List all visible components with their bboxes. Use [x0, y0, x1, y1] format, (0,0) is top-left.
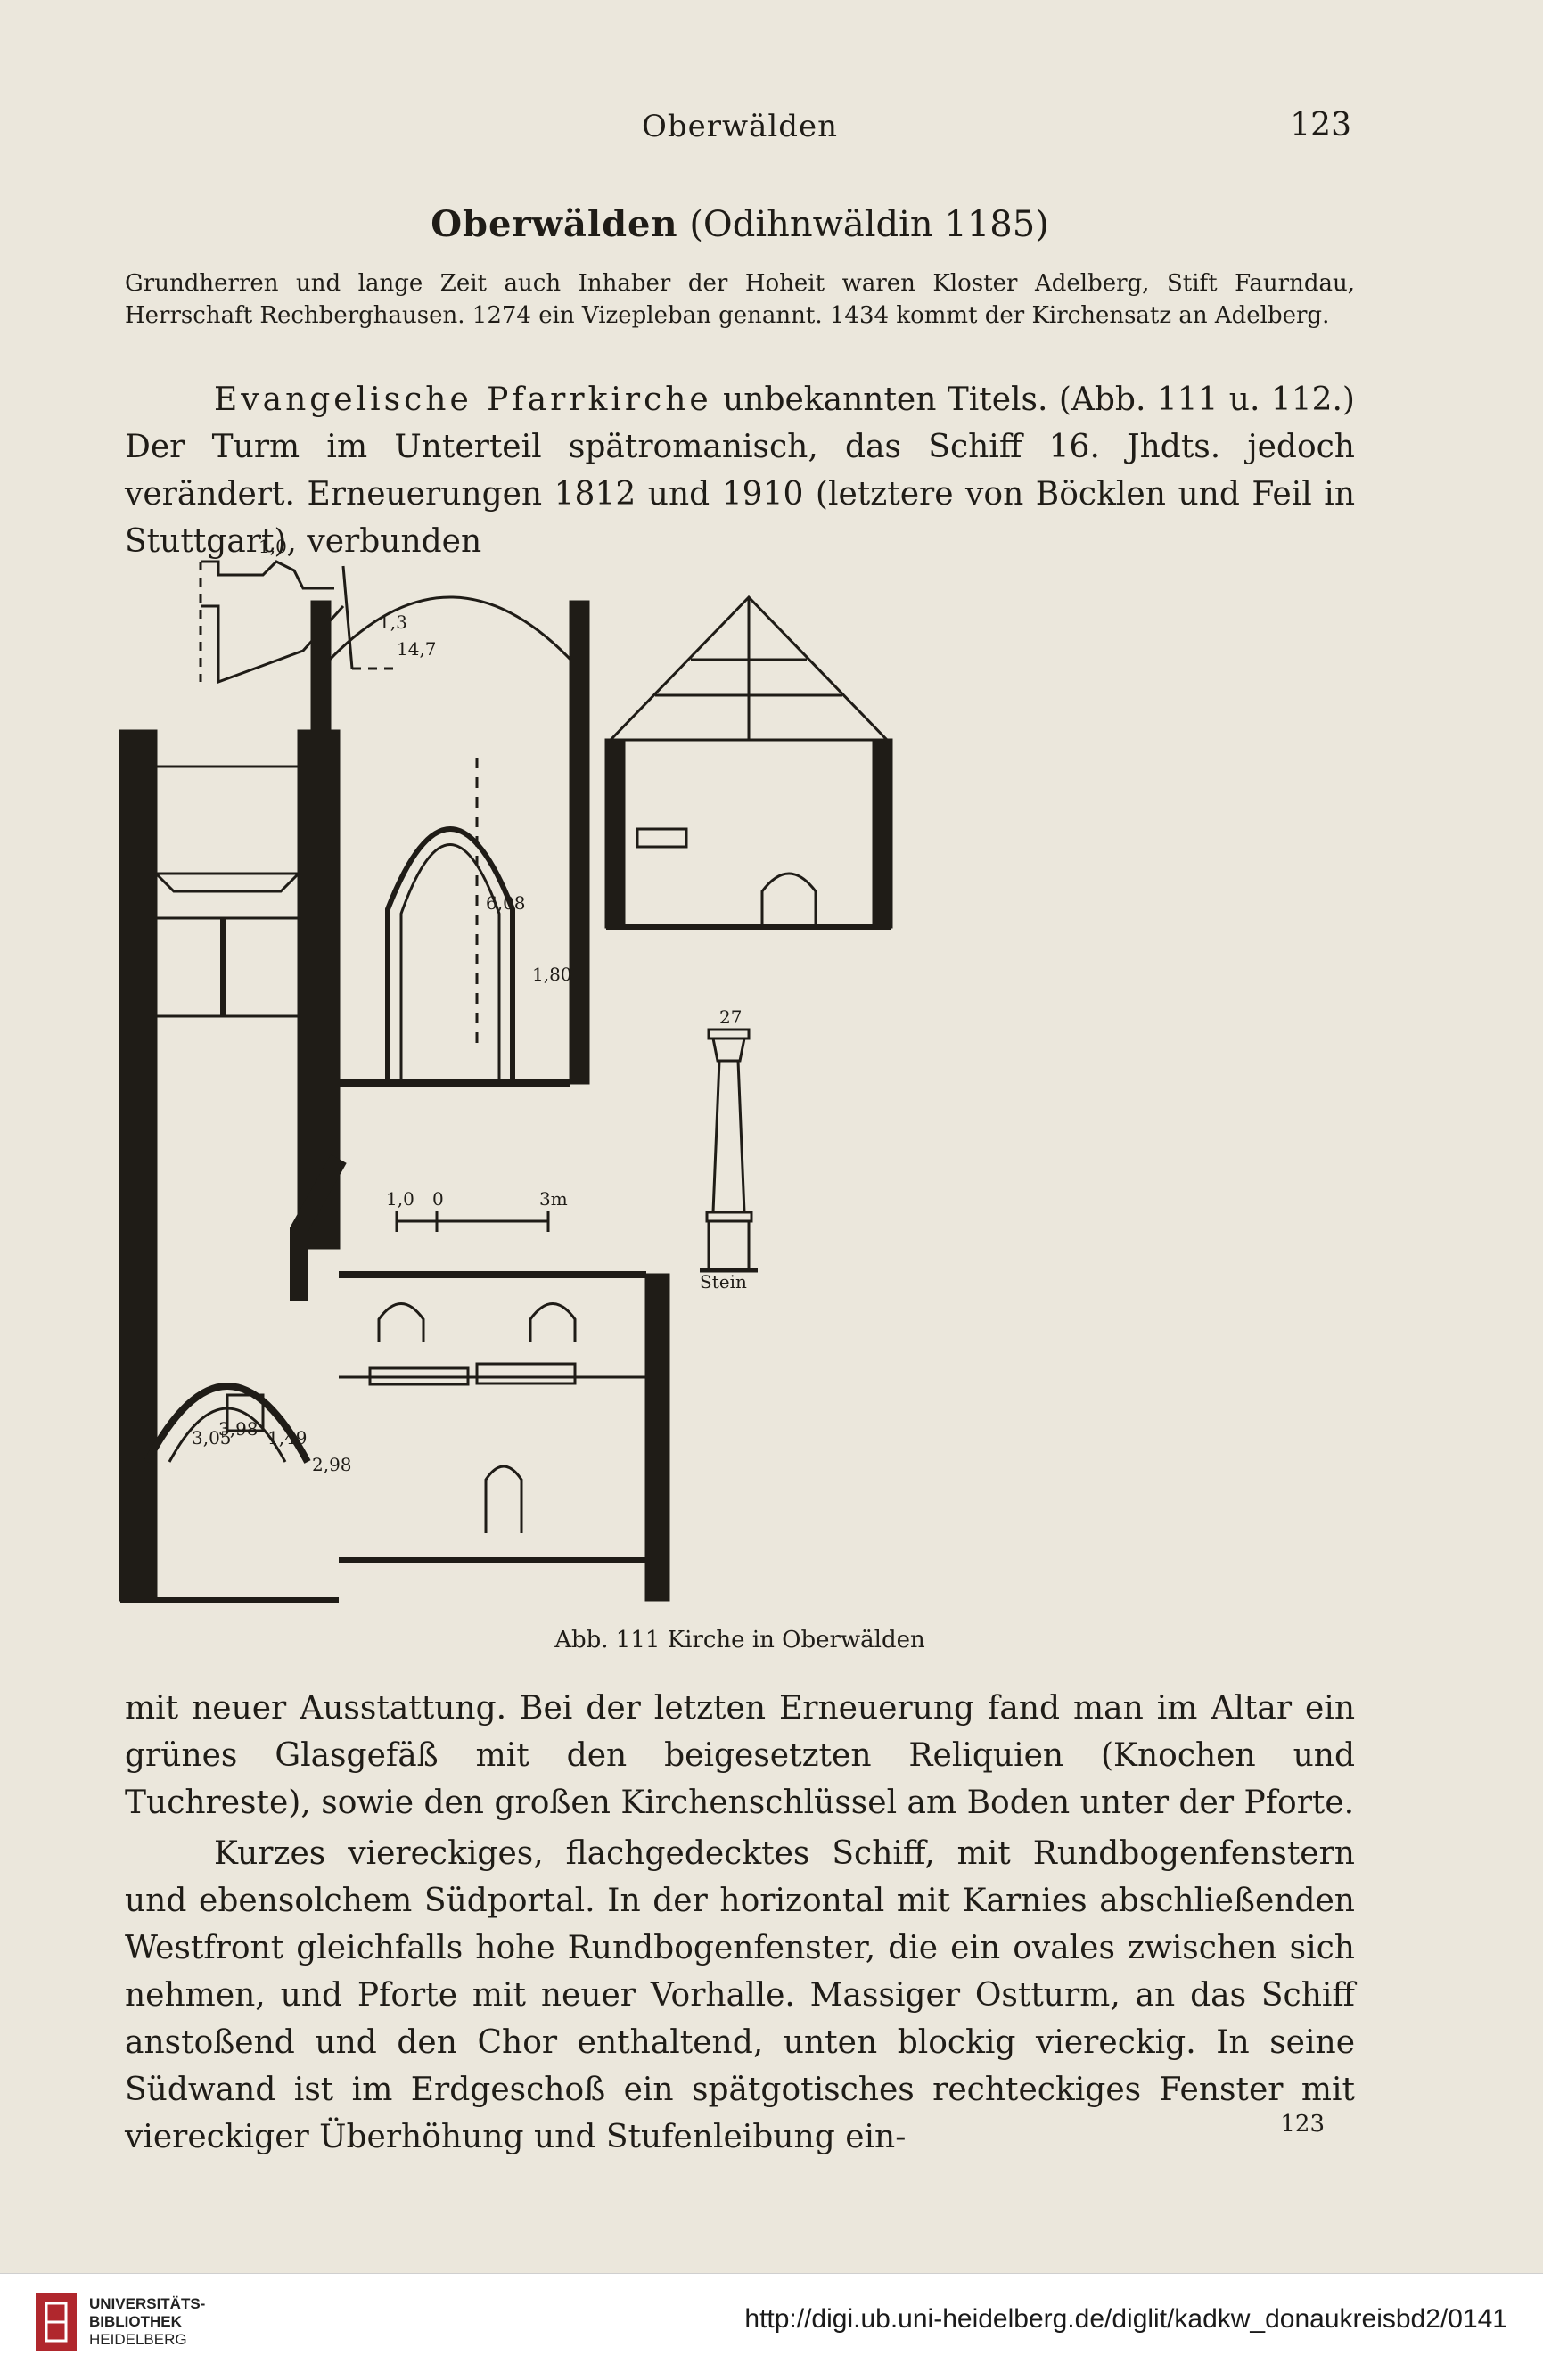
label-305: 3,05 [192, 1427, 232, 1449]
vault-section [310, 595, 590, 1087]
page-number-bottom: 123 [1280, 2111, 1325, 2138]
section-title-historic: (Odihnwäldin 1185) [689, 204, 1049, 245]
label-298: 2,98 [312, 1454, 352, 1475]
label-m3: 14,7 [397, 638, 437, 660]
library-footer [0, 2273, 1543, 2380]
library-name: UNIVERSITÄTS- BIBLIOTHEK HEIDELBERG [89, 2295, 205, 2349]
tower-section [119, 729, 347, 1603]
label-scale-3m: 3m [539, 1188, 568, 1210]
roof-section [604, 595, 893, 930]
label-scale-0: 0 [432, 1188, 444, 1210]
label-m1: 1,0 [259, 536, 287, 557]
page-number-top: 123 [1290, 107, 1351, 144]
label-stein: Stein [700, 1271, 747, 1293]
scale-bar [395, 1211, 550, 1232]
source-url-link[interactable]: http://digi.ub.uni-heidelberg.de/diglit/… [744, 2304, 1507, 2334]
description-text: Kurzes viereckiges, flachgedecktes Schif… [125, 1835, 1355, 2155]
paragraph-description: Kurzes viereckiges, flachgedecktes Schif… [125, 1830, 1355, 2161]
paragraph-furnishing: mit neuer Ausstattung. Bei der letzten E… [125, 1685, 1355, 1826]
label-398: 3,98 [218, 1418, 259, 1440]
figure-caption: Abb. 111 Kirche in Oberwälden [554, 1627, 925, 1654]
architectural-drawing: 1,0 1,3 14,7 6,08 1,80 3,05 3,98 1,49 2,… [119, 536, 893, 1603]
intro-paragraph: Grundherren und lange Zeit auch Inhaber … [125, 270, 1355, 329]
nave-section [339, 1271, 670, 1602]
paragraph-church: Evangelische Pfarrkirche unbekannten Tit… [125, 376, 1355, 565]
library-name-line1: UNIVERSITÄTS- [89, 2295, 206, 2312]
library-logo-icon [36, 2293, 77, 2351]
label-149: 1,49 [267, 1427, 308, 1449]
church-text: unbekannten Titels. (Abb. 111 u. 112.) D… [125, 382, 1355, 560]
column-detail [700, 1028, 758, 1273]
section-title: Oberwälden (Odihnwäldin 1185) [125, 203, 1355, 245]
church-heading: Evangelische Pfarrkirche [214, 382, 712, 418]
label-27: 27 [719, 1006, 742, 1028]
library-name-line2: BIBLIOTHEK [89, 2313, 182, 2330]
label-608: 6,08 [486, 892, 526, 914]
label-scale-10: 1,0 [386, 1188, 414, 1210]
label-180: 1,80 [532, 964, 572, 985]
furnishing-text: mit neuer Ausstattung. Bei der letzten E… [125, 1690, 1355, 1821]
label-m2: 1,3 [379, 611, 407, 633]
running-head: Oberwälden [641, 109, 839, 144]
library-name-line3: HEIDELBERG [89, 2331, 187, 2348]
profile-detail [199, 560, 397, 685]
section-title-name: Oberwälden [431, 203, 678, 245]
